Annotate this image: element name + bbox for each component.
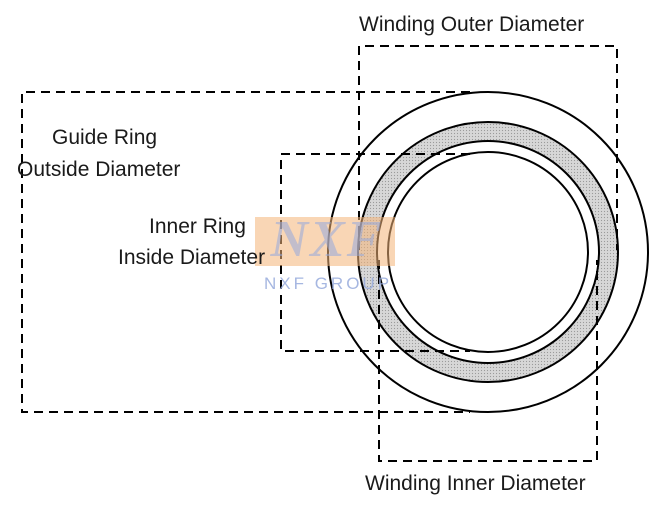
watermark-logo: NXF [270,211,384,268]
winding-outer-diameter-bracket [358,45,618,250]
watermark-subtitle: NXF GROUP [263,274,393,293]
guide-ring-label-line2: Outside Diameter [17,158,181,181]
inner-ring-label-line2: Inside Diameter [118,246,266,269]
watermark-box [255,217,395,266]
guide-ring-diameter-bracket [21,91,470,413]
guide-ring-label-line1: Guide Ring [52,126,158,149]
inner-ring-label-line1: Inner Ring [149,215,246,238]
winding-inner-diameter-label: Winding Inner Diameter [365,472,586,495]
winding-outer-diameter-label: Winding Outer Diameter [359,13,585,36]
inner-ring-inner-circle [387,151,589,353]
